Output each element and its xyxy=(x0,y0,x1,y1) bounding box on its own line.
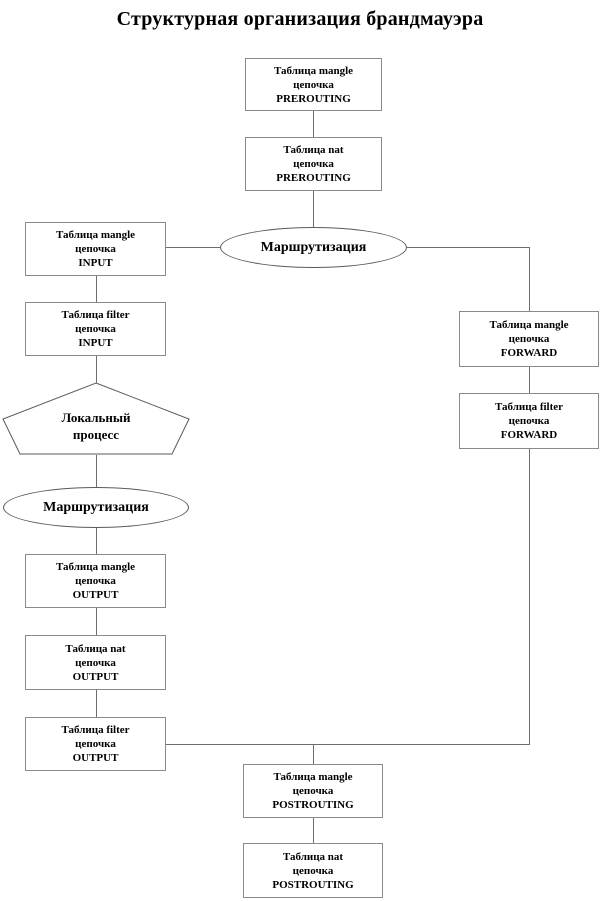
node-postrouting-nat[interactable]: Таблица nat цепочка POSTROUTING xyxy=(243,843,383,898)
node-line-1: Таблица mangle xyxy=(489,319,569,331)
connector-routing-to-forward-branch xyxy=(406,247,530,248)
node-line-2: цепочка xyxy=(293,158,334,170)
node-prerouting-nat[interactable]: Таблица nat цепочка PREROUTING xyxy=(245,137,382,191)
connector-routing-to-output-mangle xyxy=(96,527,97,554)
node-line-3: OUTPUT xyxy=(72,752,119,764)
node-line-2: цепочка xyxy=(75,243,116,255)
node-line-1: Таблица nat xyxy=(283,144,344,156)
connector-input-filter-to-local-process xyxy=(96,356,97,383)
connector-output-nat-to-filter xyxy=(96,690,97,717)
node-line-1: Таблица filter xyxy=(61,724,130,736)
node-line-2: цепочка xyxy=(292,785,334,797)
node-line-3: OUTPUT xyxy=(72,589,119,601)
page-title: Структурная организация брандмауэра xyxy=(116,8,484,30)
node-input-filter[interactable]: Таблица filter цепочка INPUT xyxy=(25,302,166,356)
connector-postrouting-bus xyxy=(166,744,530,745)
node-line-2: цепочка xyxy=(292,864,334,877)
node-line-2: цепочка xyxy=(508,415,550,427)
node-output-mangle[interactable]: Таблица mangle цепочка OUTPUT xyxy=(25,554,166,608)
node-line-3: FORWARD xyxy=(500,347,558,359)
node-postrouting-mangle[interactable]: Таблица mangle цепочка POSTROUTING xyxy=(243,764,383,818)
node-line-1: Таблица filter xyxy=(61,309,130,321)
connector-forward-mangle-to-filter xyxy=(529,367,530,393)
node-line-3: PREROUTING xyxy=(276,172,351,184)
node-line-2: цепочка xyxy=(75,323,116,335)
node-line-3: FORWARD xyxy=(500,429,558,441)
connector-postrouting-mangle-to-nat xyxy=(313,818,314,843)
node-prerouting-mangle[interactable]: Таблица mangle цепочка PREROUTING xyxy=(245,58,382,111)
connector-output-mangle-to-nat xyxy=(96,608,97,635)
pentagon-shape xyxy=(2,382,190,455)
node-input-mangle[interactable]: Таблица mangle цепочка INPUT xyxy=(25,222,166,276)
node-line-1: Таблица nat xyxy=(282,850,344,863)
connector-prerouting-mangle-to-nat xyxy=(313,110,314,137)
node-line-1: Таблица mangle xyxy=(273,771,353,783)
node-line-2: процесс xyxy=(72,426,120,442)
node-line-2: цепочка xyxy=(75,575,116,587)
node-line-1: Локальный xyxy=(61,409,131,425)
connector-forward-branch-down xyxy=(529,247,530,311)
node-line-3: PREROUTING xyxy=(276,92,351,105)
node-label: Маршрутизация xyxy=(43,499,149,515)
node-line-3: POSTROUTING xyxy=(272,878,354,891)
node-line-2: цепочка xyxy=(75,738,116,750)
connector-local-process-to-routing xyxy=(96,455,97,488)
node-line-2: цепочка xyxy=(75,656,116,669)
node-forward-mangle[interactable]: Таблица mangle цепочка FORWARD xyxy=(459,311,599,367)
node-local-process[interactable]: Локальный процесс xyxy=(2,382,190,455)
node-line-3: POSTROUTING xyxy=(272,799,354,811)
node-line-1: Таблица mangle xyxy=(55,561,136,573)
node-label: Маршрутизация xyxy=(260,239,367,255)
node-line-1: Таблица filter xyxy=(494,401,564,413)
node-line-3: INPUT xyxy=(78,337,113,349)
node-line-2: цепочка xyxy=(508,333,550,345)
node-line-1: Таблица mangle xyxy=(273,64,354,77)
node-routing-local[interactable]: Маршрутизация xyxy=(3,487,189,528)
connector-forward-filter-to-postrouting-bus xyxy=(529,449,530,745)
node-line-1: Таблица mangle xyxy=(55,229,136,241)
connector-bus-to-postrouting-mangle xyxy=(313,744,314,764)
node-line-3: INPUT xyxy=(78,257,113,269)
connector-input-mangle-to-filter xyxy=(96,276,97,303)
node-output-nat[interactable]: Таблица nat цепочка OUTPUT xyxy=(25,635,166,690)
node-line-1: Таблица nat xyxy=(65,642,126,655)
node-line-2: цепочка xyxy=(293,78,334,91)
node-forward-filter[interactable]: Таблица filter цепочка FORWARD xyxy=(459,393,599,449)
connector-routing-to-input-mangle xyxy=(166,247,222,248)
node-output-filter[interactable]: Таблица filter цепочка OUTPUT xyxy=(25,717,166,771)
connector-prerouting-nat-to-routing xyxy=(313,190,314,228)
node-routing-top[interactable]: Маршрутизация xyxy=(220,227,407,268)
node-line-3: OUTPUT xyxy=(72,670,119,683)
node-text: Локальный процесс xyxy=(61,395,130,443)
